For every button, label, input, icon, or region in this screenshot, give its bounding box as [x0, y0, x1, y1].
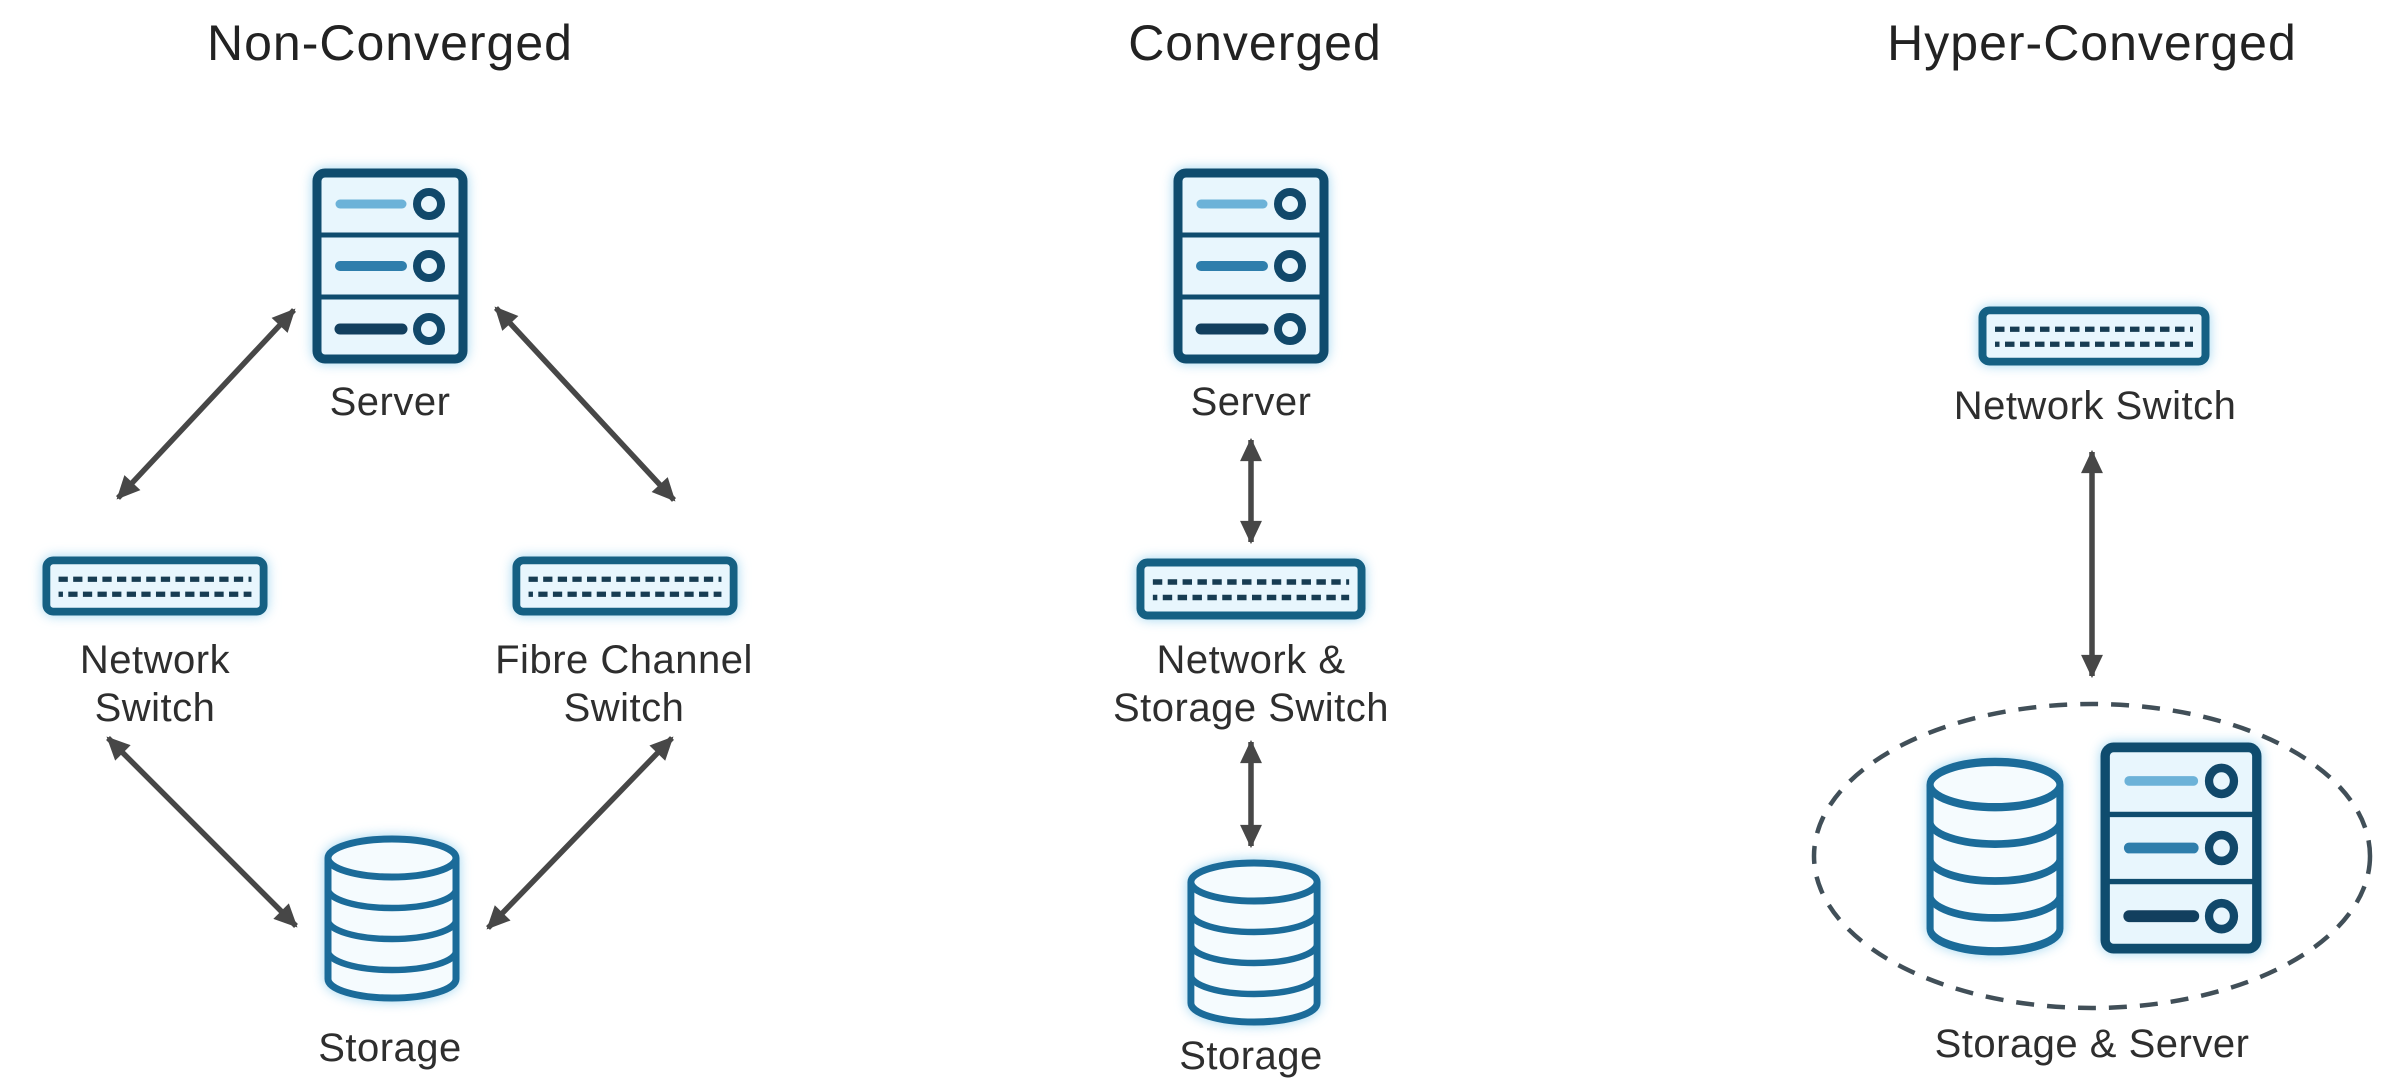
- storage-label: Storage: [318, 1026, 462, 1070]
- title-hyper-converged: Hyper-Converged: [1887, 15, 2297, 71]
- network-storage-switch-label: Network & Storage Switch: [1112, 638, 1390, 730]
- network-switch-icon: [42, 556, 268, 616]
- storage-icon: [1924, 756, 2066, 956]
- network-switch-label: Network Switch: [79, 638, 231, 730]
- fibre-channel-switch-label: Fibre Channel Switch: [495, 638, 753, 730]
- fibre-channel-switch-icon: [512, 556, 738, 616]
- server-icon: [2100, 742, 2262, 954]
- arrow-fibre-channel-switch-storage: [486, 736, 674, 930]
- storage-icon: [322, 834, 462, 1002]
- server-label: Server: [1190, 380, 1312, 424]
- storage-label: Storage: [1179, 1034, 1323, 1078]
- server-label: Server: [329, 380, 451, 424]
- storage-icon: [1185, 858, 1323, 1026]
- arrow-server-fibre-channel-switch: [493, 306, 677, 502]
- hyper-converged-boundary-ellipse: [1811, 701, 2373, 1011]
- server-icon: [1173, 168, 1329, 364]
- title-converged: Converged: [1128, 15, 1382, 71]
- server-icon: [312, 168, 468, 364]
- network-switch-label: Network Switch: [1953, 384, 2237, 428]
- network-switch-icon: [1978, 306, 2210, 366]
- network-storage-switch-icon: [1136, 558, 1366, 620]
- arrow-network-switch-storage: [106, 736, 298, 928]
- arrow-server-network-switch: [115, 308, 297, 500]
- storage-server-label: Storage & Server: [1934, 1022, 2250, 1066]
- title-non-converged: Non-Converged: [207, 15, 573, 71]
